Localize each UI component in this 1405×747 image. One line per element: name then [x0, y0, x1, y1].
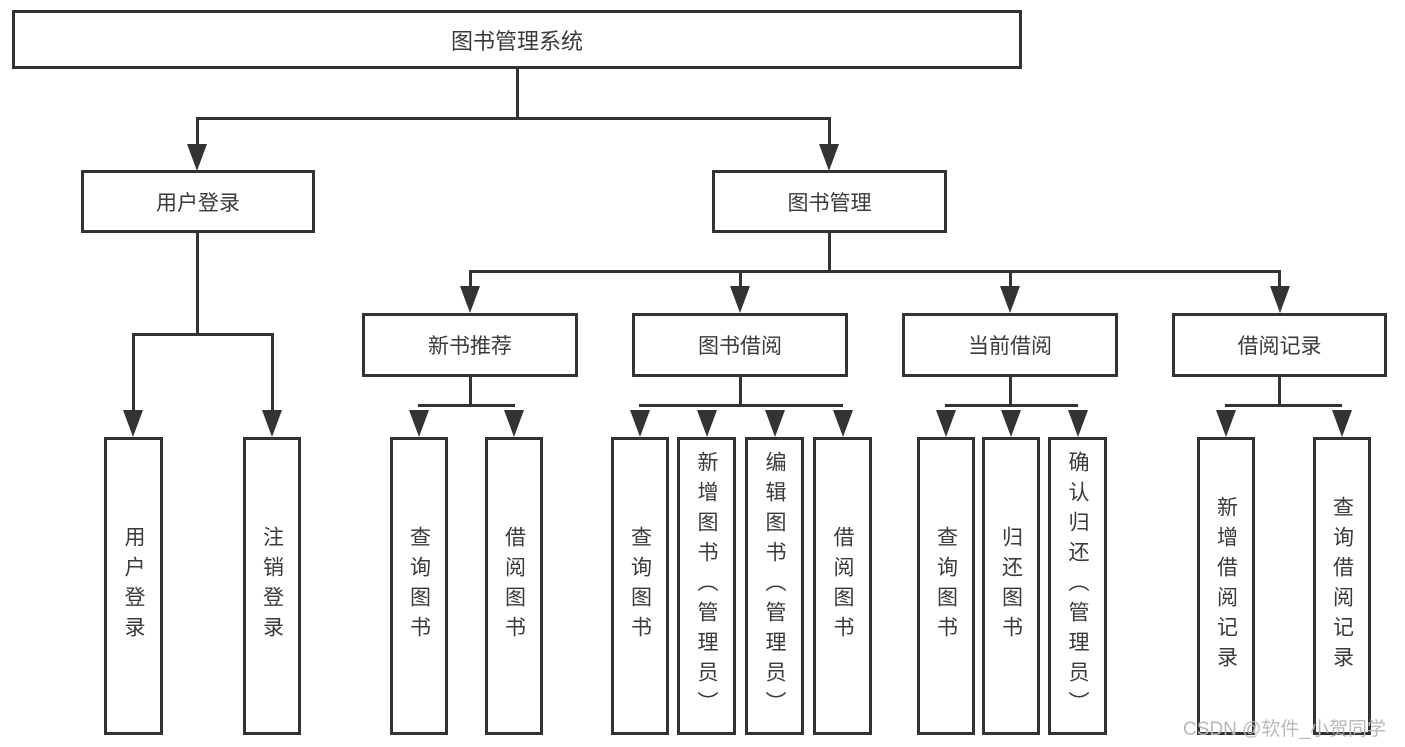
leaf-label: 查询借阅记录	[1330, 496, 1354, 676]
leaf-label: 归还图书	[999, 526, 1023, 646]
arrowhead-down-icon	[262, 410, 282, 437]
connector-line	[515, 68, 519, 119]
leaf-query-books-recommendation: 查询图书	[390, 437, 448, 735]
node-label: 新书推荐	[428, 335, 512, 358]
arrowhead-down-icon	[819, 144, 839, 171]
node-book-borrowing: 图书借阅	[632, 313, 848, 377]
node-label: 图书管理系统	[450, 28, 583, 54]
leaf-query-books-current: 查询图书	[917, 437, 975, 735]
node-current-borrowing: 当前借阅	[902, 313, 1118, 377]
arrowhead-down-icon	[1332, 410, 1352, 437]
leaf-return-books: 归还图书	[982, 437, 1040, 735]
leaf-label: 查询图书	[628, 526, 652, 646]
node-label: 用户登录	[156, 191, 240, 215]
leaf-label: 查询图书	[934, 526, 958, 646]
leaf-query-borrowing-record: 查询借阅记录	[1313, 437, 1371, 735]
connector-line	[1278, 377, 1281, 406]
leaf-borrow-books: 借阅图书	[813, 437, 872, 735]
connector-line	[1008, 377, 1012, 406]
node-borrowing-records: 借阅记录	[1172, 313, 1387, 377]
arrowhead-down-icon	[504, 410, 524, 437]
connector-line	[944, 404, 1078, 407]
node-label: 当前借阅	[968, 335, 1052, 358]
arrowhead-down-icon	[1067, 410, 1088, 437]
connector-line	[468, 377, 472, 406]
connector-line	[195, 117, 830, 120]
leaf-confirm-return-admin: 确认归还（管理员）	[1048, 437, 1107, 735]
arrowhead-down-icon	[696, 410, 717, 437]
node-label: 借阅记录	[1237, 335, 1322, 358]
arrowhead-down-icon	[730, 286, 750, 313]
leaf-add-borrowing-record: 新增借阅记录	[1197, 437, 1255, 735]
arrowhead-down-icon	[1269, 286, 1290, 313]
leaf-label: 新增图书（管理员）	[695, 451, 718, 721]
node-label: 图书借阅	[698, 335, 782, 358]
arrowhead-down-icon	[1000, 286, 1020, 313]
arrowhead-down-icon	[764, 410, 785, 437]
node-book-management-system: 图书管理系统	[12, 10, 1022, 69]
csdn-watermark: CSDN @软件_小贺同学	[1183, 719, 1386, 740]
leaf-add-books-admin: 新增图书（管理员）	[677, 437, 736, 735]
arrowhead-down-icon	[936, 410, 956, 437]
leaf-label: 注销登录	[260, 526, 284, 646]
connector-line	[417, 404, 515, 407]
connector-line	[738, 270, 742, 287]
node-user-login: 用户登录	[81, 170, 315, 233]
connector-line	[195, 233, 199, 336]
connector-line	[638, 404, 843, 407]
leaf-label: 借阅图书	[831, 526, 854, 646]
leaf-logout: 注销登录	[243, 437, 301, 735]
leaf-edit-books-admin: 编辑图书（管理员）	[745, 437, 804, 735]
connector-line	[131, 333, 135, 410]
connector-line	[1224, 404, 1342, 407]
node-new-book-recommendation: 新书推荐	[362, 313, 578, 377]
node-label: 图书管理	[787, 191, 872, 215]
arrowhead-down-icon	[409, 410, 429, 437]
leaf-label: 编辑图书（管理员）	[763, 451, 786, 721]
leaf-label: 新增借阅记录	[1214, 496, 1238, 676]
arrowhead-down-icon	[1216, 410, 1236, 437]
leaf-borrow-books-recommendation: 借阅图书	[485, 437, 543, 735]
connector-line	[468, 270, 472, 287]
arrowhead-down-icon	[1001, 410, 1021, 437]
arrowhead-down-icon	[460, 286, 480, 313]
leaf-label: 确认归还（管理员）	[1066, 451, 1089, 721]
node-book-management: 图书管理	[712, 170, 947, 233]
arrowhead-down-icon	[832, 410, 853, 437]
leaf-label: 借阅图书	[502, 526, 526, 646]
arrowhead-down-icon	[123, 410, 143, 437]
connector-line	[270, 333, 274, 410]
leaf-label: 查询图书	[407, 526, 431, 646]
connector-line	[828, 117, 831, 146]
connector-line	[131, 333, 273, 336]
connector-line	[468, 270, 1280, 273]
leaf-label: 用户登录	[122, 526, 145, 646]
connector-line	[738, 377, 742, 406]
leaf-user-login: 用户登录	[104, 437, 163, 735]
arrowhead-down-icon	[187, 144, 207, 171]
connector-line	[1278, 270, 1281, 287]
connector-line	[195, 117, 199, 146]
connector-line	[828, 233, 831, 273]
arrowhead-down-icon	[630, 410, 650, 437]
connector-line	[1008, 270, 1012, 287]
leaf-query-books-borrowing: 查询图书	[611, 437, 669, 735]
